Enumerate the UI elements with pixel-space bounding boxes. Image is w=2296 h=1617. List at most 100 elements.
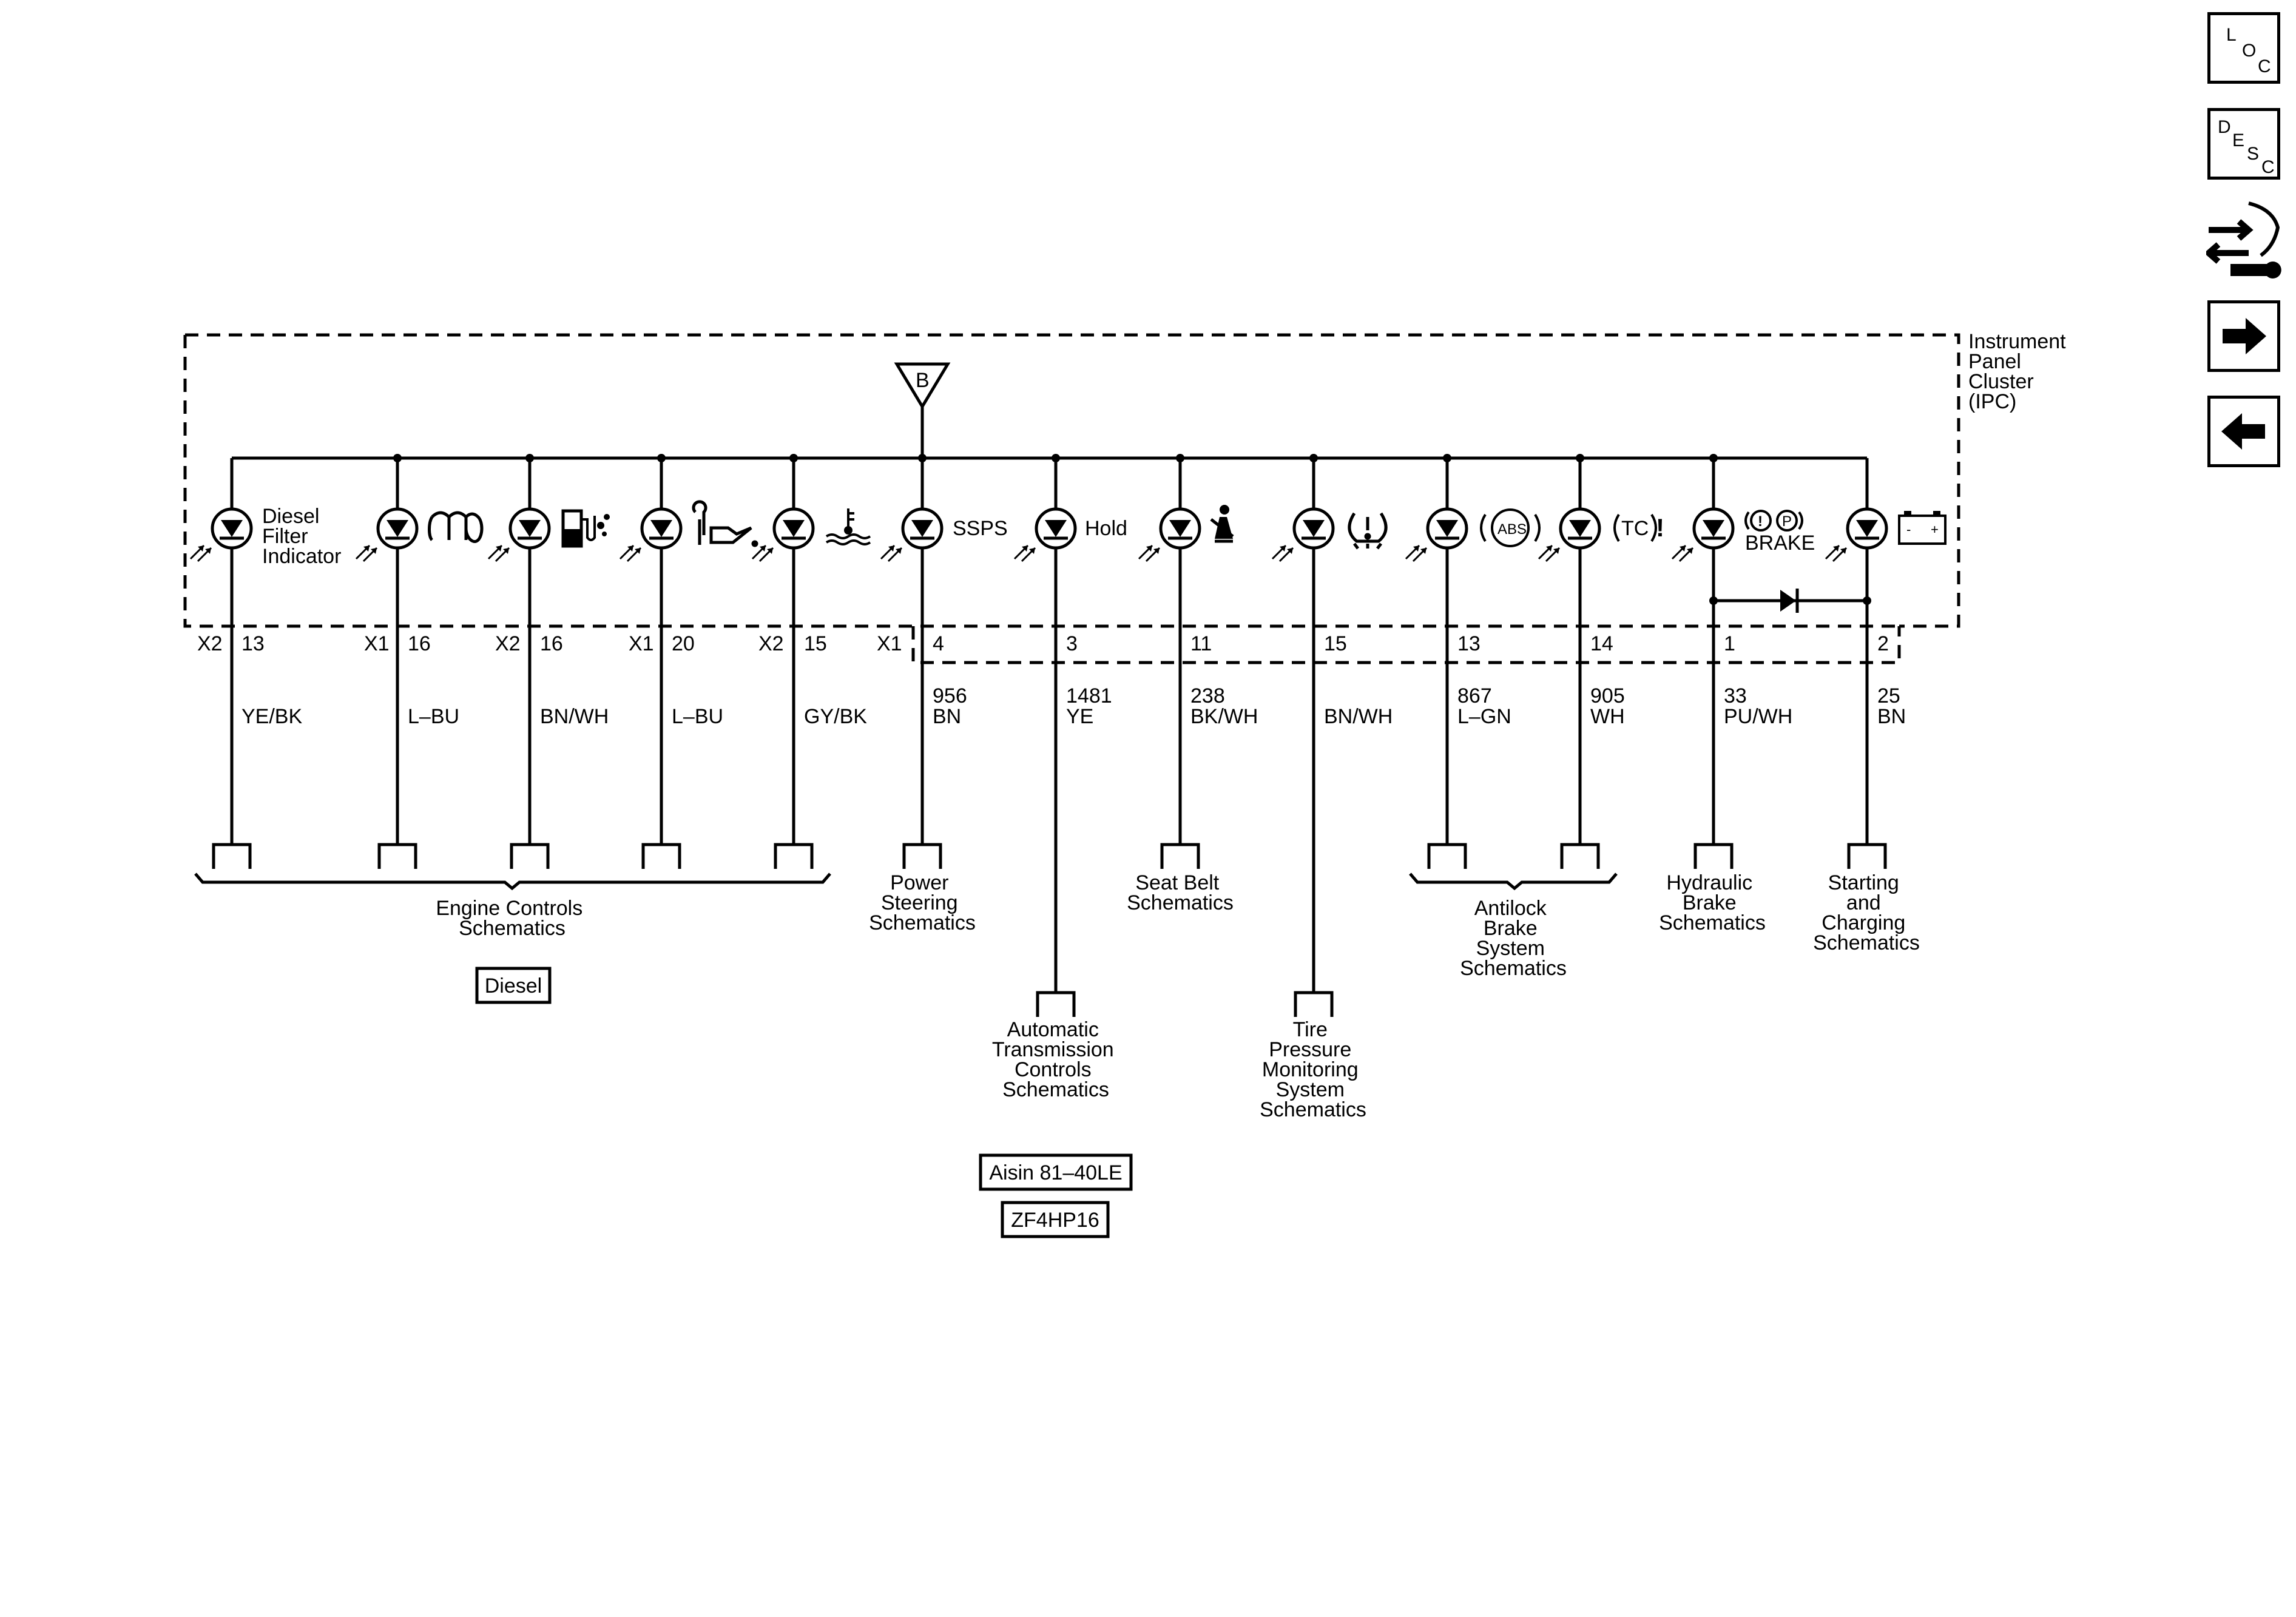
battery-icon: - + xyxy=(1898,511,1947,545)
automatic-transmission-link[interactable]: Automatic Transmission Controls Schemati… xyxy=(992,1018,1119,1101)
grouping-brackets xyxy=(194,873,1618,891)
oil-service-icon xyxy=(692,500,758,547)
seat-belt-icon xyxy=(1210,505,1234,543)
engine-controls-link[interactable]: Engine Controls Schematics xyxy=(436,897,588,940)
pin-label: 3 xyxy=(1066,632,1078,655)
arrow-right-icon xyxy=(2223,318,2266,354)
wire-colors: YE/BK L–BU BN/WH L–BU GY/BK BN YE BK/WH … xyxy=(241,705,1906,728)
coolant-temperature-icon xyxy=(825,508,871,545)
pin-label: 13 xyxy=(241,632,265,655)
svg-text:P: P xyxy=(1782,513,1792,530)
connector-label: X1 xyxy=(877,632,902,655)
wire-color: L–BU xyxy=(408,705,459,728)
wire-color: L–GN xyxy=(1457,705,1511,728)
wire-color: YE/BK xyxy=(241,705,302,728)
wire-color: PU/WH xyxy=(1724,705,1792,728)
starting-charging-link[interactable]: Starting and Charging Schematics xyxy=(1813,871,1920,954)
connector-labels: X2 X1 X2 X1 X2 X1 xyxy=(197,632,902,655)
bus-b-label: B xyxy=(916,369,930,392)
svg-text:TC: TC xyxy=(1621,517,1649,540)
ipc-module-boundary xyxy=(183,333,1960,664)
wire-color: YE xyxy=(1066,705,1093,728)
desc-letter: E xyxy=(2232,130,2245,150)
pin-label: 11 xyxy=(1190,632,1212,655)
brake-warning-icon: ! P BRAKE xyxy=(1744,510,1815,555)
glow-plug-icon xyxy=(428,511,484,543)
pin-label: 16 xyxy=(540,632,563,655)
pin-label: 14 xyxy=(1590,632,1613,655)
diode xyxy=(1709,589,1871,613)
svg-text:ZF4HP16: ZF4HP16 xyxy=(1011,1209,1099,1232)
connector-label: X2 xyxy=(197,632,223,655)
junction-dots xyxy=(393,454,1718,462)
pin-label: 2 xyxy=(1877,632,1889,655)
pin-label: 15 xyxy=(804,632,827,655)
ssps-label: SSPS xyxy=(953,517,1008,540)
hydraulic-brake-link[interactable]: Hydraulic Brake Schematics xyxy=(1659,871,1766,934)
circuit-number: 33 xyxy=(1724,684,1747,707)
loc-button[interactable]: L O C xyxy=(2207,12,2280,84)
zf-option-box[interactable]: ZF4HP16 xyxy=(1001,1201,1110,1238)
next-page-button[interactable] xyxy=(2207,300,2280,372)
wire-color: GY/BK xyxy=(804,705,867,728)
svg-text:Diesel: Diesel xyxy=(485,974,542,998)
wire-color: BN/WH xyxy=(1324,705,1393,728)
svg-text:!: ! xyxy=(1656,513,1664,542)
wire-color: BN/WH xyxy=(540,705,609,728)
abs-icon: ABS xyxy=(1480,508,1541,547)
desc-letter: C xyxy=(2261,157,2275,177)
svg-text:!: ! xyxy=(1758,513,1763,530)
connector-label: X2 xyxy=(495,632,521,655)
diesel-option-box[interactable]: Diesel xyxy=(475,967,552,1004)
svg-text:+: + xyxy=(1931,522,1939,537)
pin-labels: 13 16 16 20 15 4 3 11 15 13 14 1 2 xyxy=(241,632,1889,655)
loc-letter: O xyxy=(2242,41,2257,61)
wire-color: WH xyxy=(1590,705,1625,728)
connector-label: X1 xyxy=(629,632,654,655)
svg-text:-: - xyxy=(1906,522,1911,537)
svg-text:Aisin 81–40LE: Aisin 81–40LE xyxy=(989,1161,1122,1184)
tire-pressure-link[interactable]: Tire Pressure Monitoring System Schemati… xyxy=(1260,1018,1366,1121)
connector-wrench-icon[interactable] xyxy=(2204,197,2285,282)
connector-label: X1 xyxy=(364,632,390,655)
pin-label: 16 xyxy=(408,632,431,655)
hold-label: Hold xyxy=(1085,517,1127,540)
pin-label: 1 xyxy=(1724,632,1735,655)
traction-control-icon: TC ! xyxy=(1613,513,1664,542)
circuit-number: 238 xyxy=(1190,684,1225,707)
branch-drops xyxy=(230,458,1869,508)
pin-label: 13 xyxy=(1457,632,1481,655)
loc-letter: C xyxy=(2258,56,2271,76)
seat-belt-link[interactable]: Seat Belt Schematics xyxy=(1127,871,1234,914)
circuit-number: 1481 xyxy=(1066,684,1112,707)
svg-text:BRAKE: BRAKE xyxy=(1745,532,1815,555)
circuit-number: 867 xyxy=(1457,684,1492,707)
connector-label: X2 xyxy=(758,632,784,655)
desc-letter: S xyxy=(2247,144,2260,164)
svg-text:ABS: ABS xyxy=(1497,521,1527,538)
bus-b-connector: B xyxy=(894,362,951,458)
circuit-number: 25 xyxy=(1877,684,1900,707)
wire-color: BK/WH xyxy=(1190,705,1258,728)
arrow-left-icon xyxy=(2221,413,2265,450)
wire-color: BN xyxy=(933,705,961,728)
desc-letter: D xyxy=(2218,117,2231,137)
wire-color: L–BU xyxy=(672,705,723,728)
diesel-filter-label: Diesel Filter Indicator xyxy=(262,505,341,568)
antilock-brake-link[interactable]: Antilock Brake System Schematics xyxy=(1460,897,1567,980)
tire-pressure-icon xyxy=(1348,512,1388,550)
pin-label: 4 xyxy=(933,632,944,655)
pin-label: 20 xyxy=(672,632,695,655)
pin-label: 15 xyxy=(1324,632,1347,655)
loc-letter: L xyxy=(2226,25,2237,45)
power-steering-link[interactable]: Power Steering Schematics xyxy=(869,871,976,934)
circuit-numbers: 956 1481 238 867 905 33 25 xyxy=(933,684,1900,707)
circuit-number: 956 xyxy=(933,684,967,707)
aisin-option-box[interactable]: Aisin 81–40LE xyxy=(979,1153,1133,1191)
wire-color: BN xyxy=(1877,705,1906,728)
desc-button[interactable]: D E S C xyxy=(2207,108,2280,180)
circuit-number: 905 xyxy=(1590,684,1625,707)
water-in-fuel-icon xyxy=(561,509,610,548)
previous-page-button[interactable] xyxy=(2207,396,2280,467)
